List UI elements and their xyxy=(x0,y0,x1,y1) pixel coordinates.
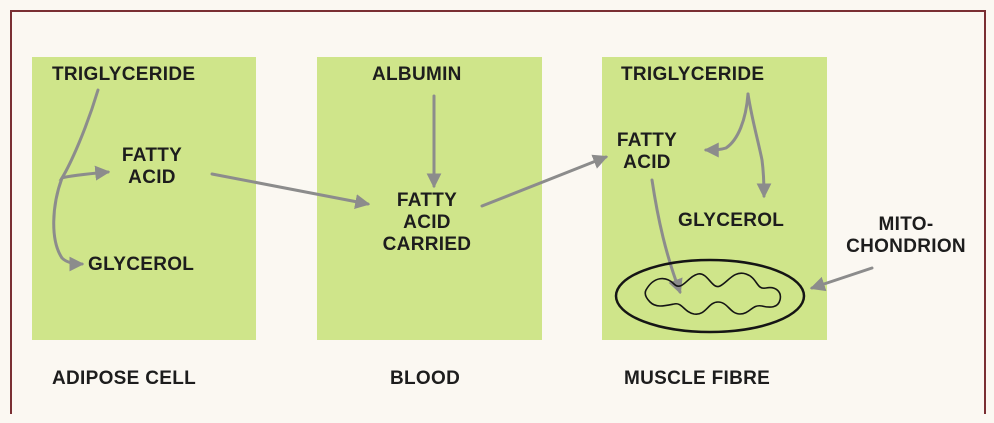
caption-adipose-cell: ADIPOSE CELL xyxy=(52,368,196,390)
muscle-glycerol-label: GLYCEROL xyxy=(678,210,784,232)
blood-albumin-label: ALBUMIN xyxy=(372,64,462,86)
adipose-glycerol-label: GLYCEROL xyxy=(88,254,194,276)
muscle-triglyceride-label: TRIGLYCERIDE xyxy=(621,64,764,86)
adipose-fatty-acid-label: FATTY ACID xyxy=(112,145,192,189)
mitochondrion-label: MITO- CHONDRION xyxy=(836,214,976,258)
blood-carried-text: CARRIED xyxy=(364,234,490,256)
blood-acid-text: ACID xyxy=(364,212,490,234)
adipose-fatty-text: FATTY xyxy=(112,145,192,167)
blood-fatty-acid-carried-label: FATTY ACID CARRIED xyxy=(364,190,490,256)
adipose-acid-text: ACID xyxy=(112,167,192,189)
muscle-fatty-acid-label: FATTY ACID xyxy=(610,130,684,174)
mito-text: MITO- xyxy=(836,214,976,236)
blood-fatty-text: FATTY xyxy=(364,190,490,212)
caption-blood: BLOOD xyxy=(390,368,460,390)
adipose-cell-panel xyxy=(32,57,256,340)
muscle-acid-text: ACID xyxy=(610,152,684,174)
muscle-fatty-text: FATTY xyxy=(610,130,684,152)
muscle-fibre-panel xyxy=(602,57,827,340)
chondrion-text: CHONDRION xyxy=(836,236,976,258)
caption-muscle-fibre: MUSCLE FIBRE xyxy=(624,368,770,390)
adipose-triglyceride-label: TRIGLYCERIDE xyxy=(52,64,195,86)
